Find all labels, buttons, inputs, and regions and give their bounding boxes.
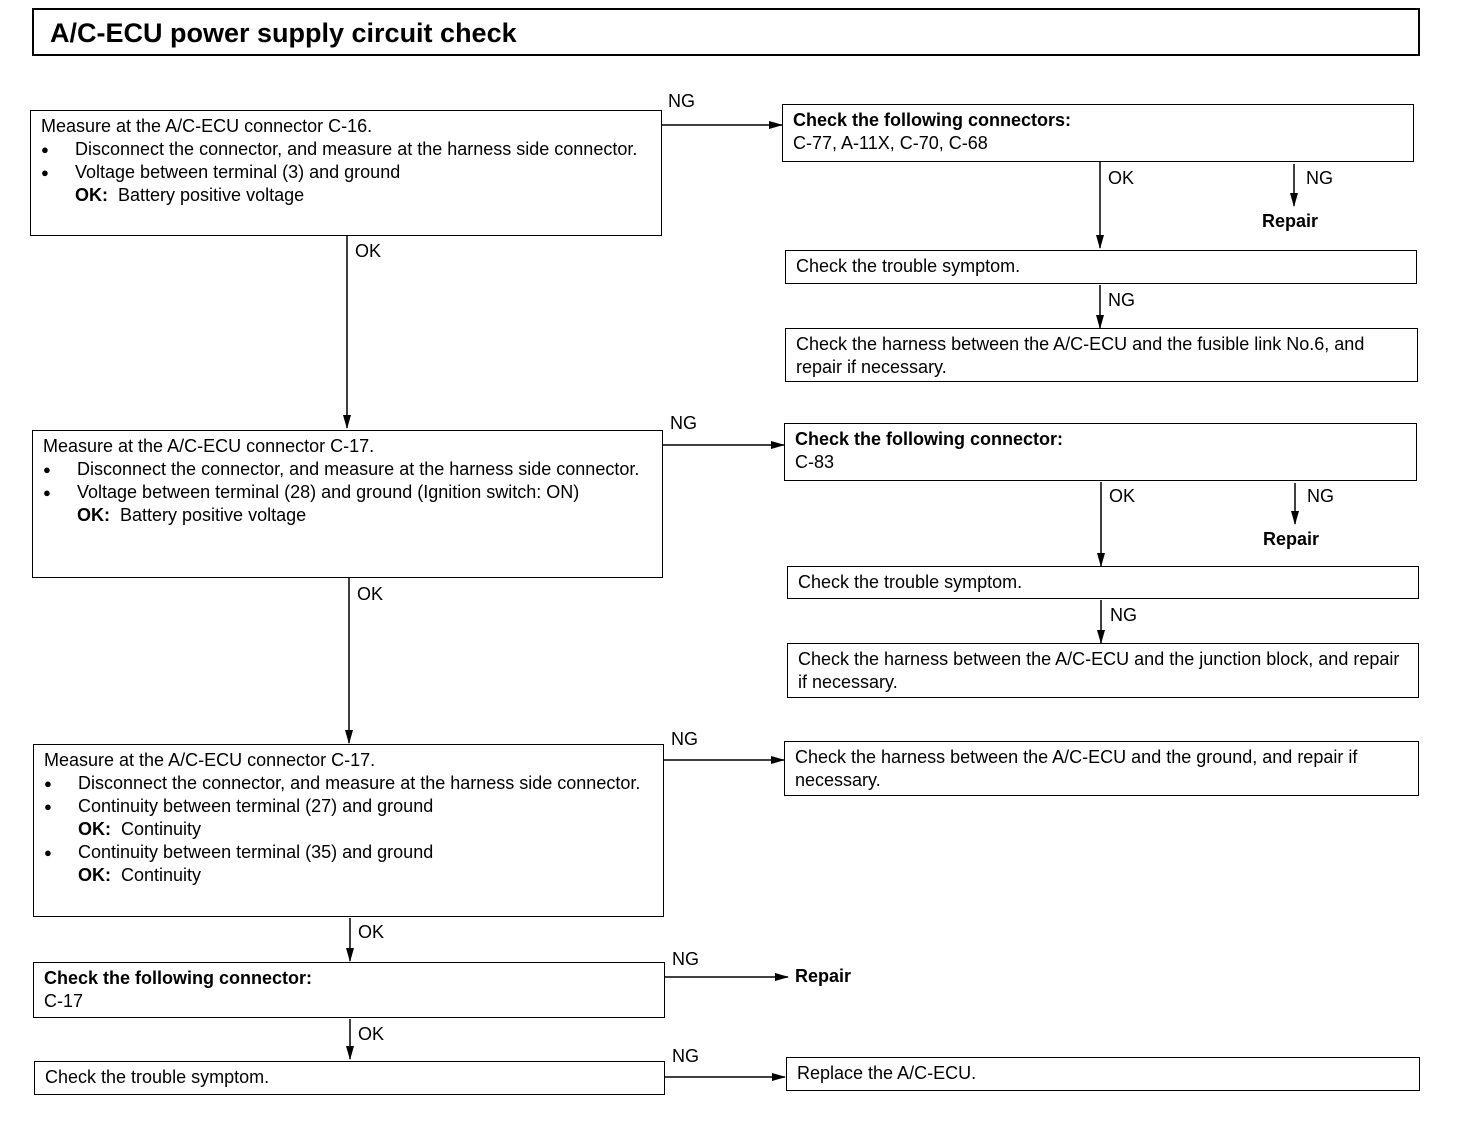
label-ng-2a: NG (1307, 486, 1334, 506)
ok-prefix: OK: (78, 865, 111, 885)
step2-ok-value: Battery positive voltage (120, 505, 307, 525)
step3-bullet-1: Disconnect the connector, and measure at… (44, 772, 655, 795)
step5-text: Check the trouble symptom. (45, 1067, 270, 1087)
step3-harness-box: Check the harness between the A/C-ECU an… (784, 741, 1419, 796)
label-ng-1b: NG (1108, 290, 1135, 310)
label-ok-1: OK (355, 241, 382, 261)
step2-box: Measure at the A/C-ECU connector C-17. D… (32, 430, 663, 578)
step1-box: Measure at the A/C-ECU connector C-16. D… (30, 110, 662, 236)
step3-box: Measure at the A/C-ECU connector C-17. D… (33, 744, 664, 917)
label-ok-2a: OK (1109, 486, 1136, 506)
step1-bullet-1: Disconnect the connector, and measure at… (41, 138, 653, 161)
repair-1: Repair (1262, 211, 1319, 231)
step5-replace-text: Replace the A/C-ECU. (797, 1063, 977, 1083)
step2-ok-line: OK: Battery positive voltage (43, 504, 654, 527)
step4-detail: C-17 (44, 991, 84, 1011)
ok-prefix: OK: (78, 819, 111, 839)
step2-bullet-2: Voltage between terminal (28) and ground… (43, 481, 654, 504)
step3-heading: Measure at the A/C-ECU connector C-17. (44, 750, 376, 770)
step5-replace-box: Replace the A/C-ECU. (786, 1057, 1420, 1091)
step2-bullet-1: Disconnect the connector, and measure at… (43, 458, 654, 481)
step3-bullet-3: Continuity between terminal (35) and gro… (44, 841, 655, 864)
title-box: A/C-ECU power supply circuit check (32, 8, 1420, 56)
step2-ng-detail: C-83 (795, 452, 835, 472)
step2-harness-text: Check the harness between the A/C-ECU an… (798, 649, 1400, 692)
ok-prefix: OK: (75, 185, 108, 205)
step2-heading: Measure at the A/C-ECU connector C-17. (43, 436, 375, 456)
step3-bullet-2: Continuity between terminal (27) and gro… (44, 795, 655, 818)
step1-ok-line: OK: Battery positive voltage (41, 184, 653, 207)
label-ng-5: NG (672, 1046, 699, 1066)
step2-symptom-box: Check the trouble symptom. (787, 566, 1419, 599)
step1-ng-detail: C-77, A-11X, C-70, C-68 (793, 133, 988, 153)
step4-heading: Check the following connector: (44, 968, 313, 988)
label-ok-4: OK (358, 1024, 385, 1044)
step2-ng-connector-box: Check the following connector: C-83 (784, 423, 1417, 481)
step3-ok-line-1: OK: Continuity (44, 818, 655, 841)
step1-ng-connectors-box: Check the following connectors: C-77, A-… (782, 104, 1414, 162)
step5-box: Check the trouble symptom. (34, 1061, 665, 1095)
step2-ng-heading: Check the following connector: (795, 429, 1064, 449)
page-title: A/C-ECU power supply circuit check (50, 18, 517, 48)
step1-symptom-text: Check the trouble symptom. (796, 256, 1021, 276)
step3-ok-line-2: OK: Continuity (44, 864, 655, 887)
repair-4: Repair (795, 966, 852, 986)
label-ng-1: NG (668, 91, 695, 111)
label-ok-2: OK (357, 584, 384, 604)
label-ng-4: NG (672, 949, 699, 969)
step1-ng-heading: Check the following connectors: (793, 110, 1072, 130)
label-ng-3: NG (671, 729, 698, 749)
step3-ok-value-1: Continuity (121, 819, 202, 839)
step4-box: Check the following connector: C-17 (33, 962, 665, 1018)
label-ok-1a: OK (1108, 168, 1135, 188)
step3-harness-text: Check the harness between the A/C-ECU an… (795, 747, 1358, 790)
step1-bullet-2: Voltage between terminal (3) and ground (41, 161, 653, 184)
ok-prefix: OK: (77, 505, 110, 525)
label-ng-2: NG (670, 413, 697, 433)
label-ng-1a: NG (1306, 168, 1333, 188)
step1-harness-box: Check the harness between the A/C-ECU an… (785, 328, 1418, 382)
step3-ok-value-2: Continuity (121, 865, 202, 885)
step1-heading: Measure at the A/C-ECU connector C-16. (41, 116, 373, 136)
label-ng-2b: NG (1110, 605, 1137, 625)
repair-2: Repair (1263, 529, 1320, 549)
step2-harness-box: Check the harness between the A/C-ECU an… (787, 643, 1419, 698)
label-ok-3: OK (358, 922, 385, 942)
step1-harness-text: Check the harness between the A/C-ECU an… (796, 334, 1365, 377)
step1-ok-value: Battery positive voltage (118, 185, 305, 205)
step1-symptom-box: Check the trouble symptom. (785, 250, 1417, 284)
step2-symptom-text: Check the trouble symptom. (798, 572, 1023, 592)
